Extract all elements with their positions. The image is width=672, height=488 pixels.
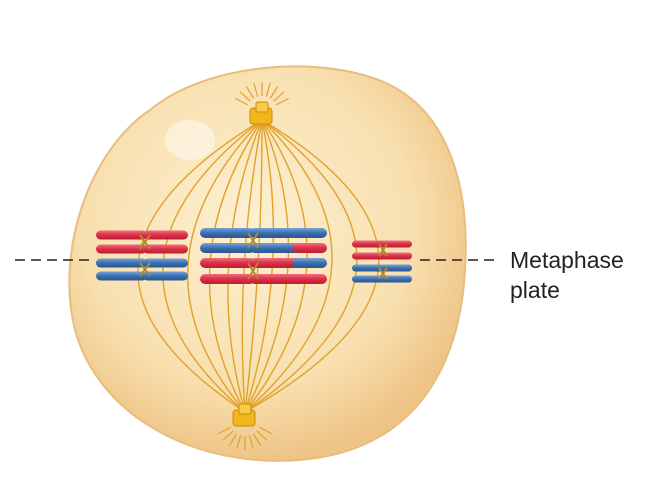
chromatid-arm xyxy=(352,240,386,248)
aster-ray xyxy=(252,433,262,446)
spindle-fiber xyxy=(244,119,333,413)
aster-ray xyxy=(248,435,254,450)
centromere xyxy=(378,243,388,257)
chromatid-arm xyxy=(250,243,300,253)
chromatid-arm xyxy=(96,258,147,268)
metaphase-label: Metaphase xyxy=(510,247,624,273)
plate-label: plate xyxy=(510,277,560,303)
chromatid-arm xyxy=(143,271,188,281)
centromere xyxy=(378,267,388,280)
highlight xyxy=(165,120,215,160)
chromatid-arm xyxy=(381,252,412,260)
aster-ray xyxy=(239,91,251,102)
spindle-fiber xyxy=(187,119,263,413)
centrosome-bottom xyxy=(232,403,256,427)
aster-ray xyxy=(258,426,273,435)
aster-ray xyxy=(222,430,234,441)
chromatid-arm xyxy=(381,264,412,272)
chromatid-arm xyxy=(292,243,327,253)
aster-ray xyxy=(275,97,290,106)
centromere xyxy=(247,262,259,280)
aster-ray xyxy=(256,430,268,441)
chromatid-arm xyxy=(143,230,188,240)
aster-ray xyxy=(269,86,279,99)
aster-ray xyxy=(265,82,271,97)
chromatid-arm xyxy=(250,274,327,284)
chromatid-arm xyxy=(352,275,386,283)
chromatid-arm xyxy=(96,230,147,240)
chromatid-arm xyxy=(96,271,147,281)
centromere xyxy=(139,234,151,250)
chromatid-arm xyxy=(352,252,386,260)
centromere xyxy=(247,232,259,249)
chromatid-arm xyxy=(381,240,412,248)
chromatid-arm xyxy=(250,228,327,238)
chromatid-arm xyxy=(200,274,255,284)
aster-ray xyxy=(217,426,232,435)
chromatid-arm xyxy=(381,275,412,283)
chromatid-arm xyxy=(96,244,147,254)
chromosomes xyxy=(96,228,412,284)
aster-ray xyxy=(228,433,238,446)
chromatid-arm xyxy=(292,258,327,268)
chromatid-arm xyxy=(200,258,255,268)
chromatid-arm xyxy=(143,244,188,254)
chromatid-arm xyxy=(352,264,386,272)
chromatid-arm xyxy=(200,228,255,238)
chromatid-arm xyxy=(250,258,300,268)
aster-ray xyxy=(234,97,249,106)
centrosome-top xyxy=(249,101,273,125)
chromatid-arm xyxy=(143,258,188,268)
aster-rays xyxy=(217,82,290,450)
chromatid-arm xyxy=(200,243,255,253)
aster-ray xyxy=(273,91,285,102)
aster-ray xyxy=(245,86,255,99)
aster-ray xyxy=(236,435,242,450)
aster-ray xyxy=(253,82,259,97)
centromere xyxy=(139,262,151,277)
